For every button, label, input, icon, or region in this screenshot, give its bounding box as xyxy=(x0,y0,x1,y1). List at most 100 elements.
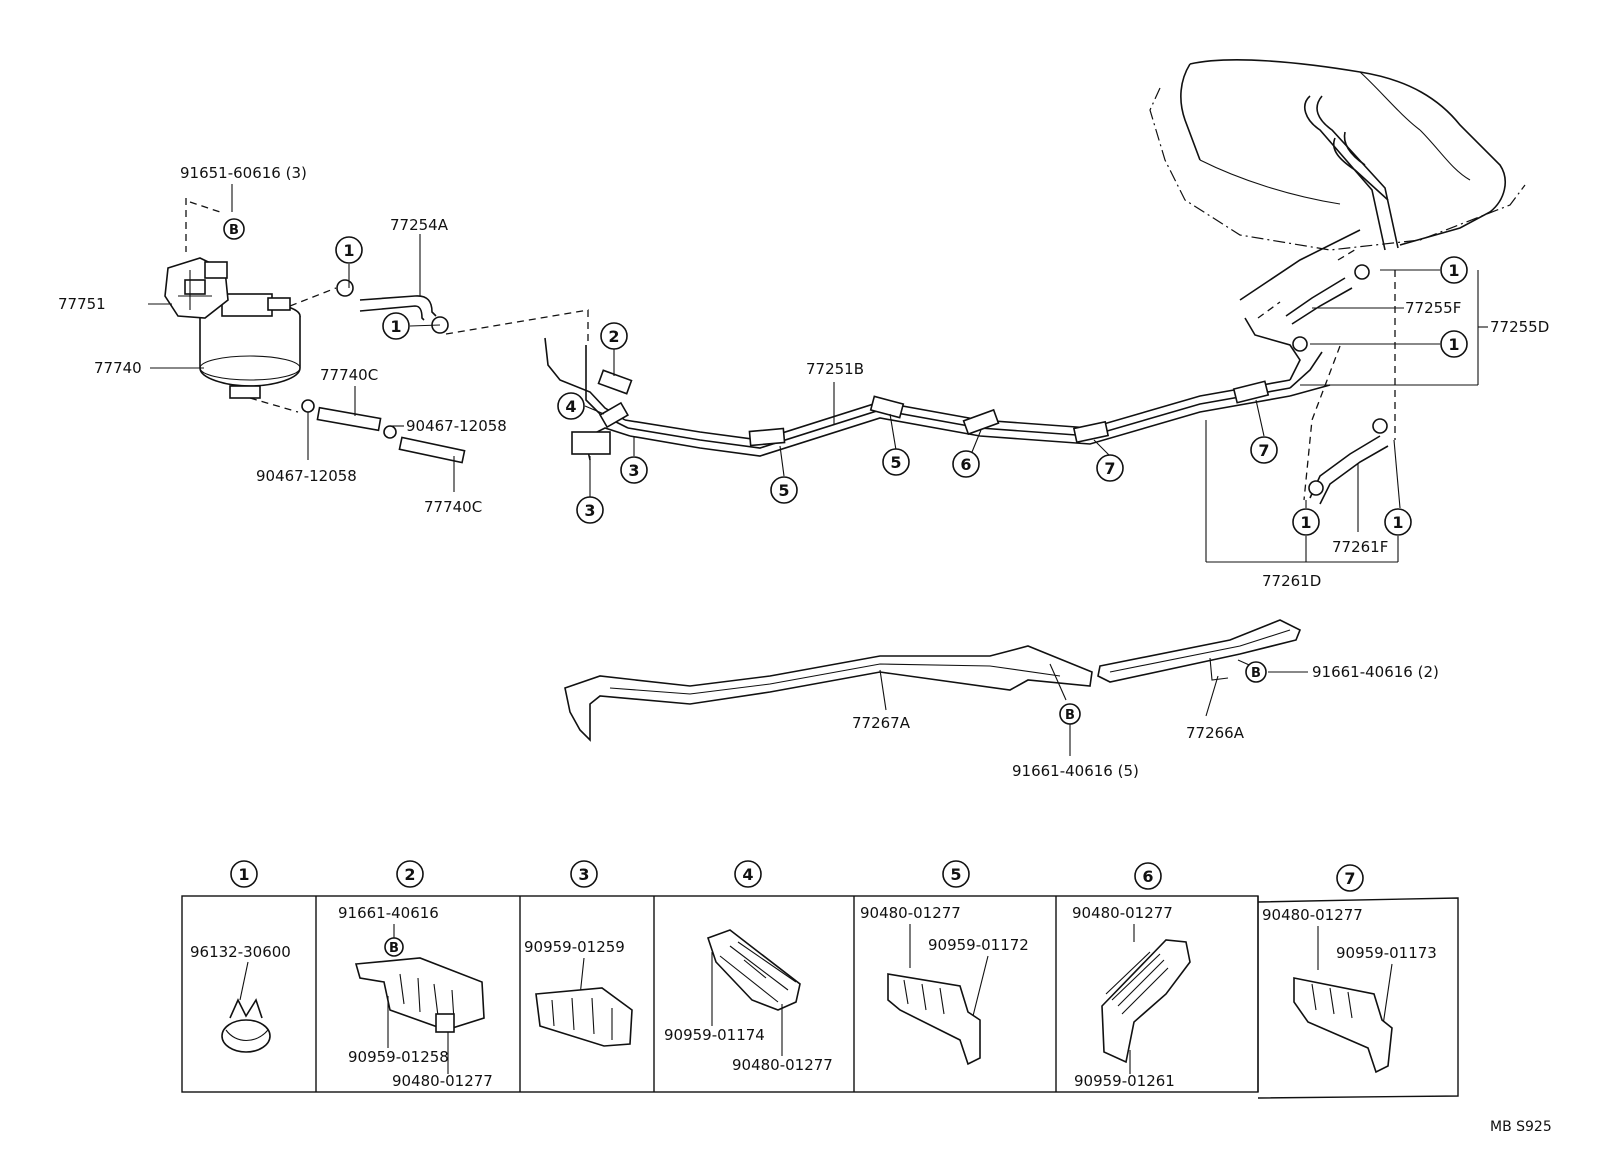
svg-text:B: B xyxy=(1065,708,1075,723)
footer-code: MB S925 xyxy=(1490,1119,1552,1135)
legend-num-4: 4 xyxy=(734,860,762,888)
svg-text:1: 1 xyxy=(343,241,354,260)
legend-num-7: 7 xyxy=(1336,864,1364,892)
hose-77740C-a xyxy=(316,406,382,432)
svg-text:90480-01277: 90480-01277 xyxy=(860,904,961,922)
hose-clip-90467-a xyxy=(301,399,315,413)
svg-text:1: 1 xyxy=(1392,513,1403,532)
num-circle-1-f: 1 xyxy=(1384,508,1412,536)
svg-text:1: 1 xyxy=(238,865,249,884)
legend-cell-6: 90480-01277 90959-01261 xyxy=(1072,904,1191,1090)
label-77261F: 77261F xyxy=(1332,538,1388,556)
legend-num-1: 1 xyxy=(230,860,258,888)
marker-b-top: B xyxy=(223,218,245,240)
svg-text:7: 7 xyxy=(1104,459,1115,478)
legend-cell-1: 96132-30600 xyxy=(190,943,291,1053)
marker-b-protector-left: B xyxy=(1059,703,1081,725)
legend-table xyxy=(181,895,1459,1099)
label-91661-40616-5: 91661-40616 (5) xyxy=(1012,762,1139,780)
clamp-6 xyxy=(962,408,1000,436)
svg-text:90480-01277: 90480-01277 xyxy=(732,1056,833,1074)
clamp-5-b xyxy=(869,395,905,419)
svg-text:B: B xyxy=(229,223,239,238)
svg-text:91661-40616: 91661-40616 xyxy=(338,904,439,922)
svg-text:3: 3 xyxy=(628,461,639,480)
svg-text:5: 5 xyxy=(778,481,789,500)
num-circle-3-a: 3 xyxy=(620,456,648,484)
hose-77255F xyxy=(1285,277,1346,317)
clamp-5-a xyxy=(748,427,786,447)
svg-text:3: 3 xyxy=(584,501,595,520)
route-hose-line xyxy=(445,309,589,342)
svg-text:5: 5 xyxy=(890,453,901,472)
legend-num-6: 6 xyxy=(1134,862,1162,890)
fuel-line-77251B xyxy=(544,317,1331,461)
svg-text:90959-01258: 90959-01258 xyxy=(348,1048,449,1066)
num-circle-3-b: 3 xyxy=(576,496,604,524)
charcoal-canister xyxy=(199,293,301,399)
hose-clip-90467-b xyxy=(383,425,397,439)
clamp-4 xyxy=(599,401,629,429)
label-77266A: 77266A xyxy=(1186,724,1245,742)
num-circle-6: 6 xyxy=(952,450,980,478)
label-77267A: 77267A xyxy=(852,714,911,732)
label-77740: 77740 xyxy=(94,359,142,377)
num-circle-1-c: 1 xyxy=(1440,256,1468,284)
leader-lines xyxy=(148,184,1488,756)
label-90467-12058-b: 90467-12058 xyxy=(256,467,357,485)
line-clamps xyxy=(571,369,1270,455)
vsv-valve-77751 xyxy=(164,257,229,319)
svg-text:7: 7 xyxy=(1344,869,1355,888)
svg-text:B: B xyxy=(1251,666,1261,681)
label-77251B: 77251B xyxy=(806,360,864,378)
protector-77267A xyxy=(564,645,1093,742)
label-90467-12058-a: 90467-12058 xyxy=(406,417,507,435)
legend-cell-4: 90959-01174 90480-01277 xyxy=(664,929,833,1074)
svg-text:90480-01277: 90480-01277 xyxy=(1262,906,1363,924)
label-77751: 77751 xyxy=(58,295,106,313)
svg-text:6: 6 xyxy=(1142,867,1153,886)
svg-text:1: 1 xyxy=(390,317,401,336)
protector-77266A xyxy=(1097,619,1302,683)
num-circle-7-a: 7 xyxy=(1096,454,1124,482)
num-circle-5-b: 5 xyxy=(882,448,910,476)
svg-text:B: B xyxy=(389,941,399,956)
legend-num-3: 3 xyxy=(570,860,598,888)
hose-clip-1a xyxy=(336,279,354,297)
tank-pipes xyxy=(1239,95,1399,301)
clamp-3 xyxy=(571,431,611,455)
svg-text:90480-01277: 90480-01277 xyxy=(392,1072,493,1090)
svg-text:4: 4 xyxy=(742,865,753,884)
legend-cell-3: 90959-01259 xyxy=(524,938,633,1047)
clamp-7-a xyxy=(1072,420,1110,444)
svg-text:90959-01172: 90959-01172 xyxy=(928,936,1029,954)
svg-text:3: 3 xyxy=(578,865,589,884)
num-circle-7-b: 7 xyxy=(1250,436,1278,464)
label-77255F: 77255F xyxy=(1405,299,1461,317)
legend-cell-2: 91661-40616 B 90959-01258 90480-01277 xyxy=(338,904,493,1090)
label-77261D: 77261D xyxy=(1262,572,1321,590)
svg-text:96132-30600: 96132-30600 xyxy=(190,943,291,961)
svg-text:2: 2 xyxy=(608,327,619,346)
svg-text:1: 1 xyxy=(1300,513,1311,532)
legend-cell-5: 90480-01277 90959-01172 xyxy=(860,904,1029,1066)
label-91651-60616: 91651-60616 (3) xyxy=(180,164,307,182)
svg-text:1: 1 xyxy=(1448,261,1459,280)
clamp-7-b xyxy=(1232,380,1270,404)
clamp-2 xyxy=(597,369,633,395)
svg-text:2: 2 xyxy=(404,865,415,884)
label-91661-40616-2: 91661-40616 (2) xyxy=(1312,663,1439,681)
svg-text:7: 7 xyxy=(1258,441,1269,460)
num-circle-1-d: 1 xyxy=(1440,330,1468,358)
label-77255D: 77255D xyxy=(1490,318,1549,336)
legend-cell-7: 90480-01277 90959-01173 xyxy=(1262,906,1437,1074)
svg-text:90959-01173: 90959-01173 xyxy=(1336,944,1437,962)
bolt-leader xyxy=(185,198,221,252)
legend-num-5: 5 xyxy=(942,860,970,888)
marker-b-protector-right: B xyxy=(1245,661,1267,683)
legend-num-2: 2 xyxy=(396,860,424,888)
num-circle-5-a: 5 xyxy=(770,476,798,504)
fuel-tank xyxy=(1149,59,1526,251)
num-circle-4: 4 xyxy=(557,392,585,420)
